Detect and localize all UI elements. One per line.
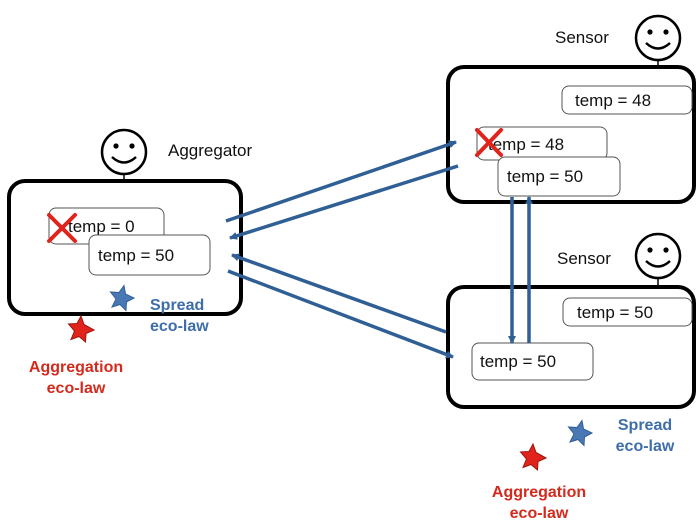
sensor-bottom-own-value-box	[562, 297, 693, 327]
aggregation-law-title: Aggregation	[492, 484, 586, 501]
aggregator-aggregation-eco-law: Aggregation eco-law	[29, 314, 123, 397]
aggregator-spread-eco-law: Spread eco-law	[109, 284, 209, 335]
sensor-bottom-received-value: temp = 50	[480, 352, 556, 371]
sensor-top-own-value: temp = 48	[575, 91, 651, 110]
sensor-bottom-received-value-box	[471, 342, 594, 381]
aggregator-cross-icon	[47, 213, 77, 243]
aggregation-star-icon	[67, 314, 96, 344]
sensor-bottom-smiley-icon	[634, 232, 682, 298]
aggregation-law-subtitle: eco-law	[47, 380, 106, 397]
aggregator-role-label: Aggregator	[168, 141, 252, 160]
sensor-bottom-own-value: temp = 50	[577, 303, 653, 322]
aggregator-node: Aggregator temp = 0 temp = 50	[7, 128, 252, 316]
sensor-top-own-value-box	[561, 85, 693, 115]
aggregator-new-value: temp = 50	[98, 246, 174, 265]
arrow-aggregator-to-sensor-bottom	[227, 269, 454, 359]
sensor-top-new-value-box	[497, 156, 621, 197]
sensor-top-old-value: temp = 48	[488, 135, 564, 154]
aggregation-star-icon	[519, 442, 548, 472]
arrow-aggregator-to-sensor-top	[225, 140, 457, 223]
sensor-top-role-label: Sensor	[555, 28, 609, 47]
arrow-sensor-top-to-aggregator	[229, 164, 459, 240]
sensor-bottom-role-label: Sensor	[557, 249, 611, 268]
aggregation-law-title: Aggregation	[29, 359, 123, 376]
spread-star-icon	[567, 419, 594, 447]
spread-law-subtitle: eco-law	[616, 438, 675, 455]
spread-star-icon	[109, 284, 136, 312]
sensor-bottom-node: Sensor temp = 50 temp = 50	[446, 232, 696, 409]
sensor-top-cross-icon	[475, 128, 503, 157]
aggregation-law-subtitle: eco-law	[510, 505, 569, 522]
spread-law-title: Spread	[150, 297, 204, 314]
arrows	[225, 140, 533, 359]
sensor-top-new-value: temp = 50	[507, 167, 583, 186]
spread-law-title: Spread	[618, 417, 672, 434]
spread-law-subtitle: eco-law	[150, 318, 209, 335]
aggregator-old-value: temp = 0	[68, 217, 135, 236]
sensor-top-smiley-icon	[634, 14, 682, 86]
arrow-sensor-bottom-to-aggregator	[231, 253, 447, 334]
sensor-bottom-spread-eco-law: Spread eco-law	[567, 417, 675, 455]
aggregator-smiley-icon	[100, 128, 148, 181]
aggregator-new-value-box	[88, 234, 211, 276]
sensor-top-node: Sensor temp = 48 temp = 48 temp = 50	[446, 14, 696, 204]
sensor-bottom-aggregation-eco-law: Aggregation eco-law	[492, 442, 586, 522]
